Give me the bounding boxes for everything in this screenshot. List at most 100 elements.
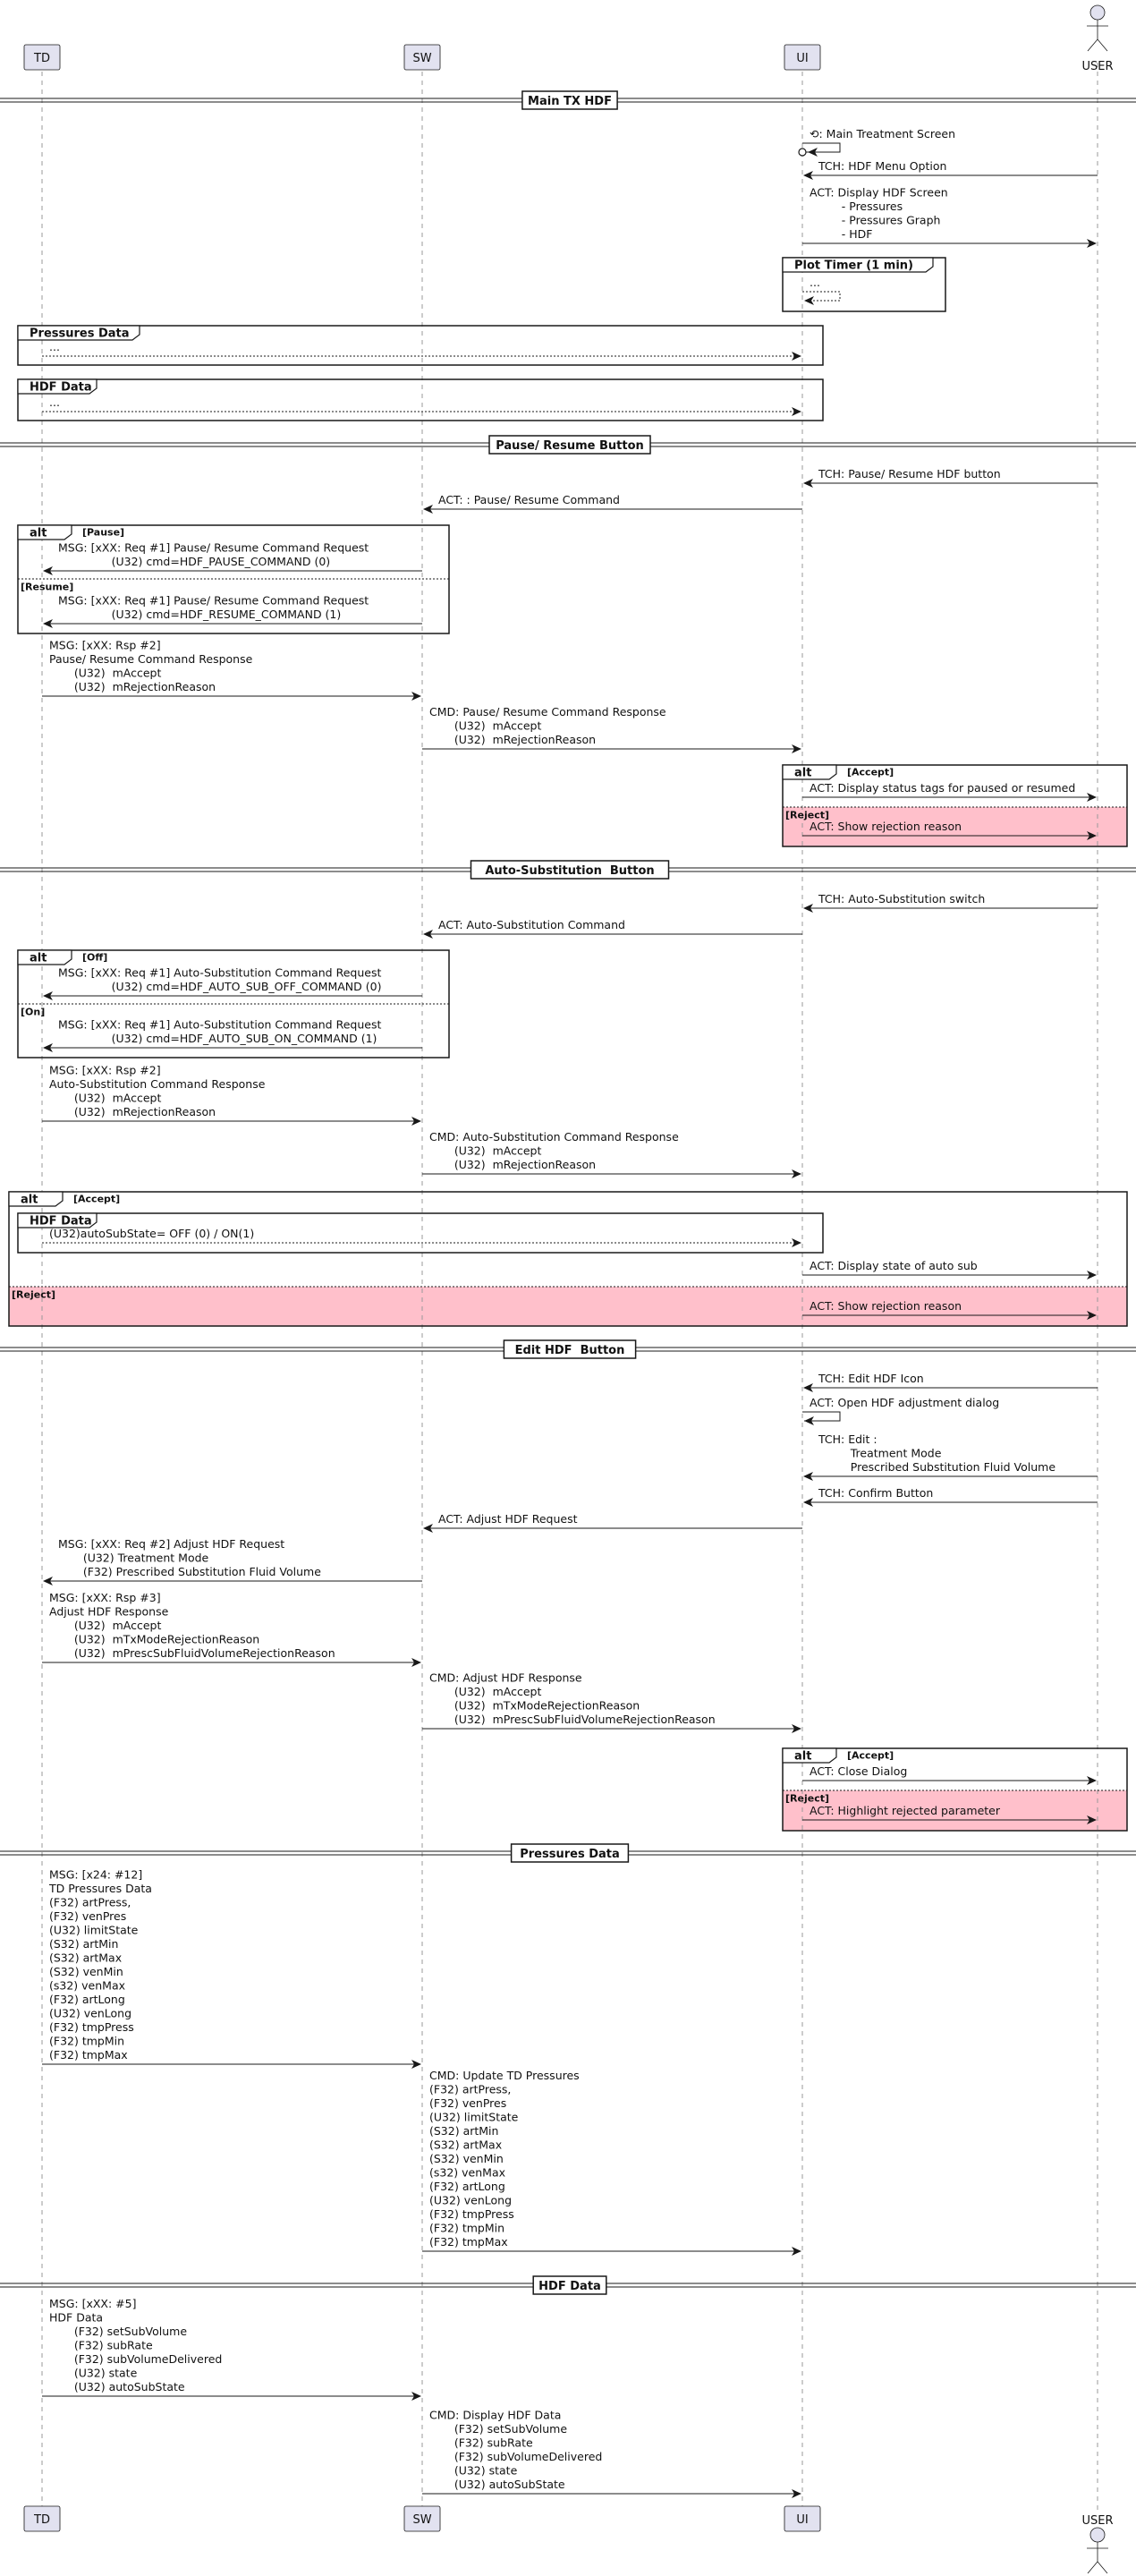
message-label: (U32) state bbox=[429, 2464, 518, 2478]
frame-border bbox=[782, 764, 1128, 847]
divider-label: Main TX HDF bbox=[528, 95, 612, 108]
divider-label-box bbox=[510, 1843, 630, 1863]
message-label: (F32) artLong bbox=[429, 2180, 505, 2193]
message-label: CMD: Pause/ Resume Command Response bbox=[429, 705, 666, 718]
frame-condition: [Off] bbox=[82, 952, 107, 964]
dividers: Main TX HDF Pause/ Resume ButtonAuto-Subs… bbox=[0, 90, 1136, 2295]
message: MSG: [x24: #12]TD Pressures Data(F32) ar… bbox=[42, 1868, 421, 2069]
message-label: Pause/ Resume Command Response bbox=[49, 652, 253, 666]
arrow-head bbox=[1087, 239, 1097, 248]
frame-title: alt bbox=[21, 1194, 38, 1207]
message-label: TCH: Auto-Substitution switch bbox=[818, 892, 985, 905]
message: ACT: Display status tags for paused or r… bbox=[802, 781, 1097, 802]
message-label: (F32) setSubVolume bbox=[49, 2325, 187, 2338]
message-label: (F32) tmpMin bbox=[49, 2035, 124, 2048]
message: ... bbox=[42, 395, 801, 416]
message-label: MSG: [xXX: Rsp #2] bbox=[49, 639, 161, 652]
message-label: ACT: Show rejection reason bbox=[810, 1299, 962, 1313]
message-label: ACT: Close Dialog bbox=[810, 1764, 907, 1778]
message-label: ACT: : Pause/ Resume Command bbox=[438, 493, 620, 506]
arrow-head bbox=[803, 904, 813, 913]
section-divider: Pause/ Resume Button bbox=[0, 435, 1136, 455]
message-label: (U32) limitState bbox=[49, 1924, 139, 1937]
frame-tab bbox=[17, 378, 97, 395]
message-label: (U32) Treatment Mode bbox=[58, 1552, 209, 1565]
message: ACT: Display HDF Screen - Pressures - Pr… bbox=[802, 186, 1097, 248]
arrow-head bbox=[792, 2489, 801, 2498]
lifelines bbox=[41, 63, 1098, 2512]
frame-tab bbox=[8, 1191, 64, 1207]
participant-label: USER bbox=[1081, 60, 1113, 73]
participant-box bbox=[403, 2505, 441, 2532]
message-label: MSG: [xXX: Rsp #3] bbox=[49, 1591, 161, 1604]
message-label: (F32) subRate bbox=[429, 2436, 533, 2450]
participant-label: UI bbox=[796, 52, 808, 65]
arrow-head bbox=[1087, 793, 1097, 802]
message-label: MSG: [xXX: Req #1] Pause/ Resume Command… bbox=[58, 594, 369, 608]
message-label: (U32) mRejectionReason bbox=[429, 1158, 596, 1171]
message-label: (F32) venPres bbox=[429, 2096, 506, 2110]
message-label: - Pressures Graph bbox=[810, 214, 940, 227]
message-label: (U32) cmd=HDF_AUTO_SUB_ON_COMMAND (1) bbox=[58, 1032, 377, 1045]
participant-sw-top: SW bbox=[403, 44, 441, 71]
frame-tab bbox=[782, 1747, 837, 1764]
divider-label-box bbox=[470, 860, 670, 880]
message-label: (s32) venMax bbox=[49, 1979, 125, 1993]
arrow-head bbox=[423, 1524, 433, 1533]
message: MSG: [xXX: Req #1] Pause/ Resume Command… bbox=[43, 541, 422, 575]
participant-label: TD bbox=[33, 2513, 50, 2527]
message-label: (F32) subVolumeDelivered bbox=[429, 2450, 602, 2463]
message-label: (U32) mAccept bbox=[429, 719, 541, 733]
participant-label: UI bbox=[796, 2513, 808, 2527]
message-label: (S32) venMin bbox=[429, 2152, 504, 2165]
message-label: (F32) tmpPress bbox=[429, 2207, 514, 2221]
message-label: (U32) mTxModeRejectionReason bbox=[429, 1699, 640, 1713]
frame-title: Plot Timer (1 min) bbox=[794, 259, 913, 273]
frame-condition: [Accept] bbox=[73, 1194, 120, 1205]
participant-user-top: USER bbox=[1081, 4, 1114, 73]
arrow-head bbox=[1087, 1815, 1097, 1824]
section-divider: Pressures Data bbox=[0, 1843, 1136, 1863]
message: MSG: [xXX: Req #1] Auto-Substitution Com… bbox=[43, 966, 422, 1000]
message-label: (F32) subVolumeDelivered bbox=[49, 2352, 222, 2366]
arrow-head bbox=[804, 1416, 814, 1425]
divider-label-box bbox=[488, 435, 651, 455]
message-label: (U32) mAccept bbox=[429, 1144, 541, 1158]
message-label: MSG: [xXX: #5] bbox=[49, 2297, 136, 2310]
reject-section-background bbox=[9, 1287, 1127, 1326]
arrow-head bbox=[803, 171, 813, 180]
frame-condition: [Reject] bbox=[12, 1289, 55, 1301]
message-label: Prescribed Substitution Fluid Volume bbox=[818, 1460, 1055, 1474]
message-label: (U32) cmd=HDF_AUTO_SUB_OFF_COMMAND (0) bbox=[58, 980, 381, 993]
message: CMD: Display HDF Data (F32) setSubVolume… bbox=[422, 2409, 801, 2498]
arrow-head bbox=[43, 566, 53, 575]
message: ... bbox=[802, 276, 841, 305]
frame-pressures-data: Pressures Data bbox=[17, 325, 824, 366]
message-label: ACT: Open HDF adjustment dialog bbox=[810, 1396, 999, 1409]
participant-ui-top: UI bbox=[784, 44, 821, 71]
message-label: (F32) setSubVolume bbox=[429, 2422, 567, 2436]
message-label: (F32) tmpMax bbox=[49, 2048, 128, 2062]
message: TCH: Confirm Button bbox=[803, 1486, 1098, 1507]
message-label: (F32) tmpMin bbox=[429, 2222, 504, 2235]
frame-condition: [Pause] bbox=[82, 527, 124, 539]
message-label: ACT: Adjust HDF Request bbox=[438, 1512, 578, 1526]
arrow-head bbox=[43, 991, 53, 1000]
message-label: (U32) mAccept bbox=[49, 1092, 161, 1105]
frame-tab bbox=[17, 325, 140, 341]
message-label: ACT: Display HDF Screen bbox=[810, 186, 948, 200]
message-line bbox=[802, 142, 841, 153]
participant-label: SW bbox=[412, 52, 431, 65]
message-label: TCH: Edit : bbox=[818, 1433, 877, 1446]
frame-condition: [Accept] bbox=[847, 767, 894, 778]
arrow-head bbox=[411, 692, 421, 701]
arrow-head bbox=[1087, 1271, 1097, 1279]
participant-sw-bottom: SW bbox=[403, 2505, 441, 2532]
message-label: TD Pressures Data bbox=[48, 1882, 152, 1895]
message-label: Auto-Substitution Command Response bbox=[49, 1077, 266, 1091]
actor-icon bbox=[1087, 4, 1108, 52]
divider-label: Edit HDF Button bbox=[515, 1344, 625, 1357]
